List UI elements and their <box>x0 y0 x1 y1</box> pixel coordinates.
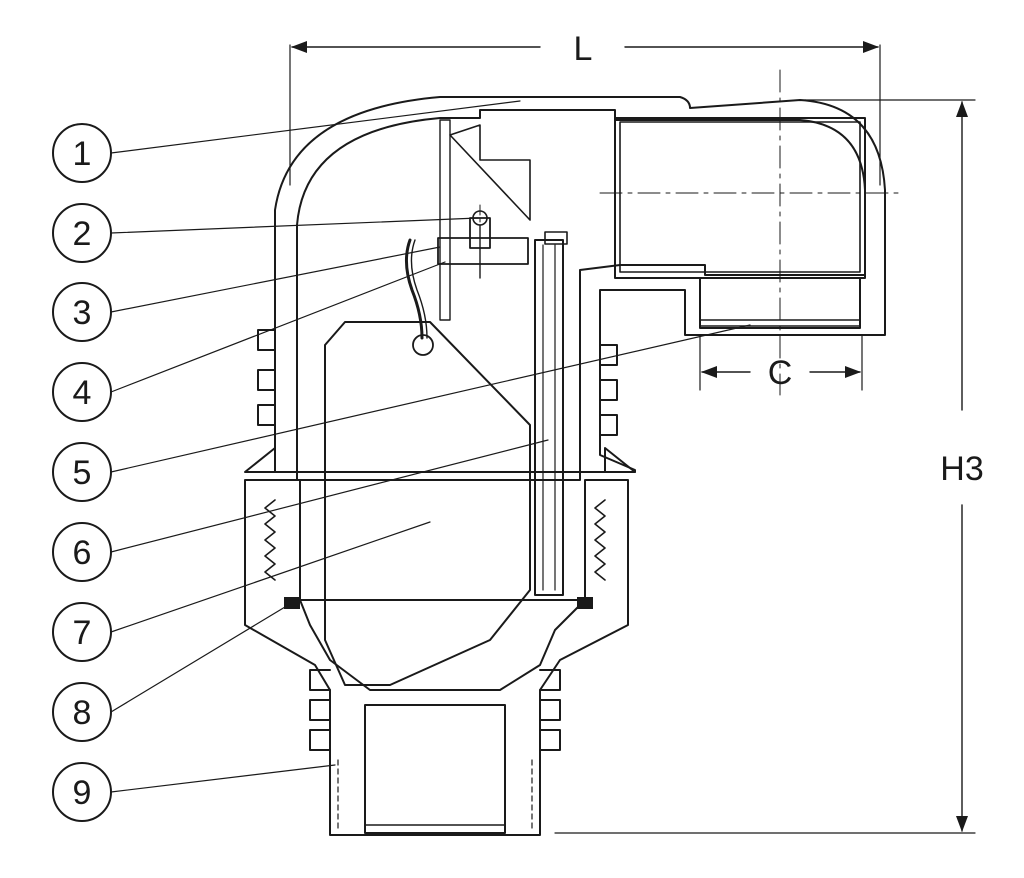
callout-7: 7 <box>52 602 112 662</box>
dimension-l: L <box>289 30 881 186</box>
leader-6 <box>110 439 549 553</box>
callout-5: 5 <box>52 442 112 502</box>
svg-text:2: 2 <box>73 215 92 253</box>
leader-3 <box>110 246 441 313</box>
leader-8 <box>110 603 291 713</box>
svg-text:3: 3 <box>73 294 92 332</box>
callouts: 1 2 3 4 5 6 7 8 <box>52 100 751 822</box>
internal-wall <box>439 119 531 321</box>
o-rings <box>284 597 593 609</box>
svg-text:5: 5 <box>73 454 92 492</box>
callout-2: 2 <box>52 203 112 263</box>
callout-6: 6 <box>52 522 112 582</box>
leader-7 <box>110 521 431 633</box>
svg-text:4: 4 <box>73 374 92 412</box>
leader-5 <box>110 324 751 473</box>
centerlines <box>479 69 901 396</box>
svg-text:6: 6 <box>73 534 92 572</box>
svg-text:9: 9 <box>73 774 92 812</box>
callout-3: 3 <box>52 282 112 342</box>
dimension-c: C <box>699 334 863 392</box>
threaded-connector <box>244 479 629 836</box>
leader-4 <box>110 261 446 393</box>
callout-8: 8 <box>52 682 112 742</box>
valve-body <box>244 96 886 481</box>
svg-text:1: 1 <box>73 135 92 173</box>
callout-1: 1 <box>52 123 112 183</box>
svg-text:7: 7 <box>73 614 92 652</box>
callout-4: 4 <box>52 362 112 422</box>
guide-tube <box>534 239 564 596</box>
dimension-l-label: L <box>574 30 593 68</box>
svg-text:8: 8 <box>73 694 92 732</box>
leader-1 <box>110 100 521 154</box>
dimension-c-label: C <box>768 354 793 392</box>
callout-9: 9 <box>52 762 112 822</box>
leader-9 <box>110 764 336 793</box>
float <box>324 321 531 686</box>
dimension-h3-label: H3 <box>940 450 983 488</box>
dimension-h3: H3 <box>554 99 984 834</box>
leader-2 <box>110 217 479 234</box>
